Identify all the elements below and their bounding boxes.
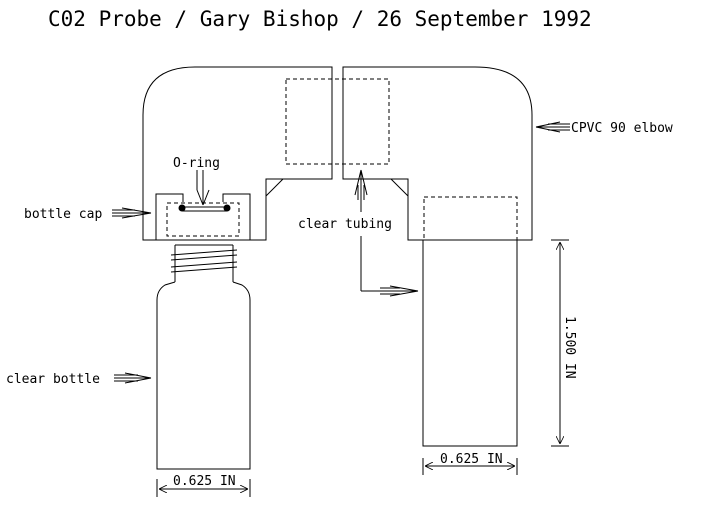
bottle-threads [170, 249, 238, 273]
clear-bottle-body [156, 281, 251, 470]
right-inner-tubing [423, 196, 518, 241]
clear-tubing-label: clear tubing [298, 217, 392, 232]
elbow-inner-tubing [285, 78, 390, 165]
clear-tubing-right-arrow [360, 236, 419, 297]
clear-bottle-label: clear bottle [6, 372, 100, 387]
o-ring-right-dot [223, 204, 231, 212]
right-width-dimension [422, 458, 518, 475]
diagram-title: C02 Probe / Gary Bishop / 26 September 1… [48, 7, 592, 31]
bottle-cap [155, 193, 251, 240]
bottle-cap-label: bottle cap [24, 207, 102, 222]
left-width-dimension [156, 479, 251, 497]
height-dimension-label: 1.500 IN [562, 316, 577, 379]
elbow-label: CPVC 90 elbow [571, 121, 673, 136]
left-width-label: 0.625 IN [173, 474, 236, 489]
bottle-neck [174, 244, 234, 282]
left-elbow-chamfer [265, 178, 284, 197]
right-clear-tube [422, 239, 518, 447]
right-elbow-body [342, 66, 533, 241]
right-width-label: 0.625 IN [440, 452, 503, 467]
elbow-arrow [535, 121, 570, 133]
o-ring-left-dot [178, 204, 186, 212]
left-elbow-body [142, 66, 333, 241]
clear-tubing-up-arrow [354, 169, 368, 212]
height-dimension [551, 239, 569, 447]
right-elbow-chamfer [390, 178, 409, 197]
clear-bottle-arrow [114, 372, 152, 384]
bottle-cap-arrow [112, 207, 152, 219]
o-ring-arrow [196, 170, 210, 206]
o-ring-label: O-ring [173, 156, 220, 171]
